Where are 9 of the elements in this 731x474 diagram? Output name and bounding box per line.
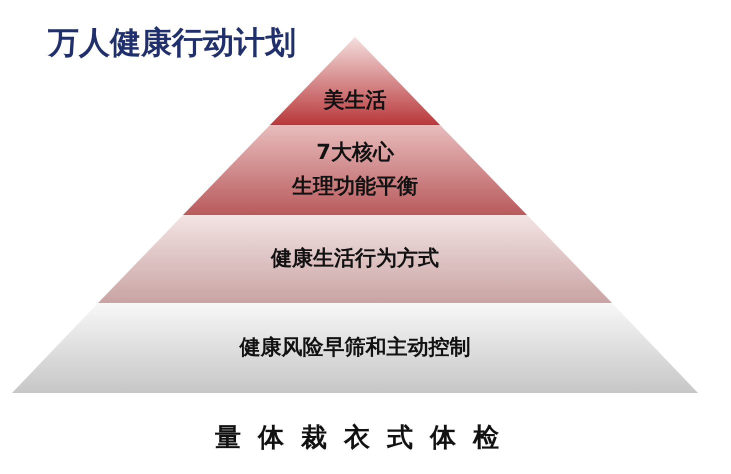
layer-label: 健康生活行为方式 (271, 245, 439, 272)
pyramid-layer (12, 303, 698, 393)
layer-label: 美生活 (324, 87, 386, 114)
layer-label: 健康风险早筛和主动控制 (240, 334, 470, 362)
layer-label: 7大核心 (316, 139, 394, 166)
title: 万人健康行动计划 (48, 24, 296, 63)
caption-label: 量体裁衣式体检 (215, 423, 516, 453)
layer-label: 生理功能平衡 (292, 173, 418, 200)
pyramid-layer (98, 215, 612, 303)
